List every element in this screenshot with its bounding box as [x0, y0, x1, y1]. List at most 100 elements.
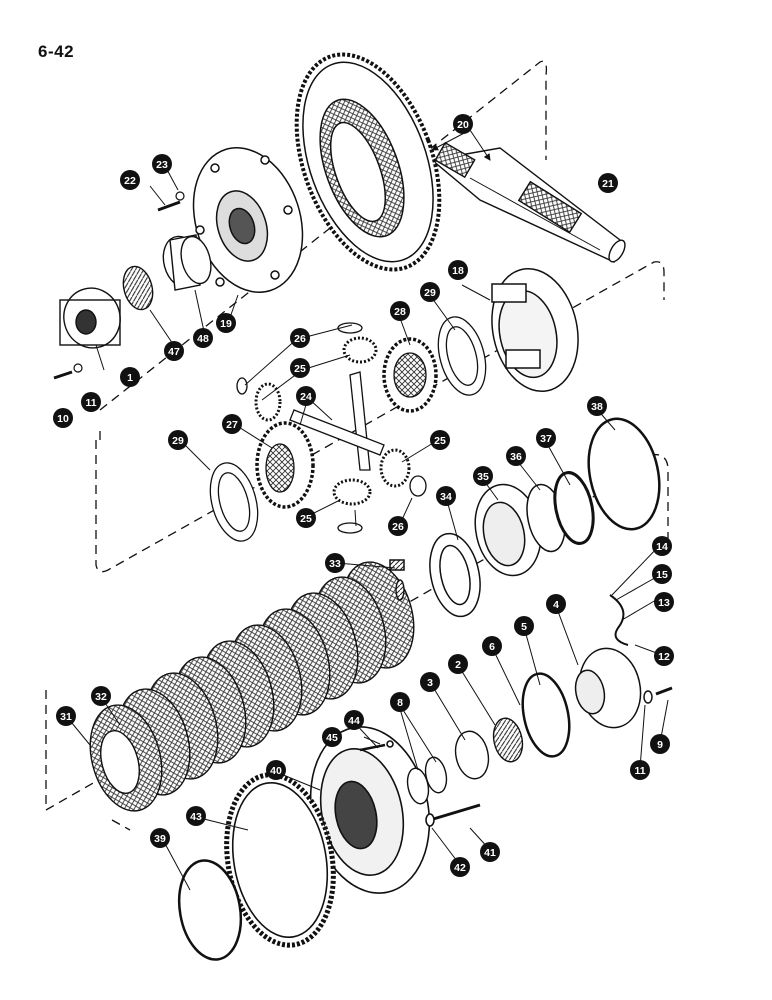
callout-35: 35 — [473, 466, 493, 486]
callout-44: 44 — [344, 710, 364, 730]
callouts: 20 21 23 22 18 29 28 1 47 48 19 10 11 26… — [53, 114, 674, 877]
svg-text:48: 48 — [197, 333, 209, 345]
callout-9: 9 — [650, 734, 670, 754]
svg-text:14: 14 — [656, 541, 668, 553]
svg-text:29: 29 — [172, 435, 184, 447]
callout-24: 24 — [296, 386, 316, 406]
callout-45: 45 — [322, 727, 342, 747]
svg-text:11: 11 — [85, 397, 96, 409]
boundary-upper — [99, 60, 548, 411]
callout-26-upper: 26 — [290, 328, 310, 348]
callout-31: 31 — [56, 706, 76, 726]
callout-36: 36 — [506, 446, 526, 466]
svg-text:5: 5 — [521, 621, 527, 633]
callout-19: 19 — [216, 313, 236, 333]
svg-text:12: 12 — [658, 651, 670, 663]
callout-25-lower: 25 — [296, 508, 316, 528]
callout-48: 48 — [193, 328, 213, 348]
svg-text:21: 21 — [602, 178, 614, 190]
svg-text:1: 1 — [127, 372, 133, 384]
svg-text:10: 10 — [57, 413, 69, 425]
callout-21: 21 — [598, 173, 618, 193]
callout-38: 38 — [587, 396, 607, 416]
callout-1: 1 — [120, 367, 140, 387]
svg-text:44: 44 — [348, 715, 360, 727]
callout-13: 13 — [654, 592, 674, 612]
callout-23: 23 — [152, 154, 172, 174]
callout-26-lower: 26 — [388, 516, 408, 536]
callout-28: 28 — [390, 301, 410, 321]
callout-34: 34 — [436, 486, 456, 506]
svg-text:9: 9 — [657, 739, 663, 751]
differential-case — [192, 147, 304, 293]
svg-text:13: 13 — [658, 597, 670, 609]
callout-42: 42 — [450, 857, 470, 877]
spider-gear-set — [209, 316, 487, 542]
callout-14: 14 — [652, 536, 672, 556]
callout-33: 33 — [325, 553, 345, 573]
svg-text:31: 31 — [60, 711, 72, 723]
callout-12: 12 — [654, 646, 674, 666]
callout-37: 37 — [536, 428, 556, 448]
svg-text:23: 23 — [156, 159, 168, 171]
svg-text:25: 25 — [294, 363, 306, 375]
callout-43: 43 — [186, 806, 206, 826]
svg-text:24: 24 — [300, 391, 312, 403]
svg-text:11: 11 — [634, 765, 645, 777]
svg-text:25: 25 — [434, 435, 446, 447]
svg-text:26: 26 — [392, 521, 404, 533]
callout-29-upper: 29 — [420, 282, 440, 302]
svg-text:28: 28 — [394, 306, 406, 318]
svg-text:6: 6 — [489, 641, 495, 653]
svg-text:29: 29 — [424, 287, 436, 299]
leader-lines — [66, 129, 669, 891]
pinion-shaft — [430, 141, 626, 263]
clutch-housing — [177, 726, 481, 961]
callout-40: 40 — [266, 760, 286, 780]
svg-text:45: 45 — [326, 732, 338, 744]
svg-text:35: 35 — [477, 471, 489, 483]
clutch-disc-pack — [89, 561, 415, 812]
page-number: 6-42 — [38, 42, 75, 61]
callout-41: 41 — [480, 842, 500, 862]
callout-10: 10 — [53, 408, 73, 428]
side-gear-housing — [491, 267, 579, 393]
svg-text:26: 26 — [294, 333, 306, 345]
svg-text:19: 19 — [220, 318, 232, 330]
svg-text:27: 27 — [226, 419, 238, 431]
svg-text:2: 2 — [455, 659, 461, 671]
callout-5: 5 — [514, 616, 534, 636]
svg-text:40: 40 — [270, 765, 282, 777]
svg-text:47: 47 — [168, 346, 180, 358]
svg-text:32: 32 — [95, 691, 107, 703]
svg-text:3: 3 — [427, 677, 433, 689]
svg-text:25: 25 — [300, 513, 312, 525]
bearing-pack — [406, 672, 571, 805]
callout-4: 4 — [546, 594, 566, 614]
callout-32: 32 — [91, 686, 111, 706]
boundary-clutch — [99, 430, 131, 831]
svg-text:34: 34 — [440, 491, 452, 503]
callout-11-lower: 11 — [630, 760, 650, 780]
svg-text:36: 36 — [510, 451, 522, 463]
svg-text:20: 20 — [457, 119, 469, 131]
callout-25-right: 25 — [430, 430, 450, 450]
svg-text:33: 33 — [329, 558, 341, 570]
callout-22: 22 — [120, 170, 140, 190]
callout-47: 47 — [164, 341, 184, 361]
svg-text:43: 43 — [190, 811, 202, 823]
svg-text:22: 22 — [124, 175, 136, 187]
svg-text:38: 38 — [591, 401, 603, 413]
callout-11-upper: 11 — [81, 392, 101, 412]
svg-text:8: 8 — [397, 697, 403, 709]
svg-text:15: 15 — [656, 569, 668, 581]
svg-text:42: 42 — [454, 862, 466, 874]
callout-3: 3 — [420, 672, 440, 692]
callout-6: 6 — [482, 636, 502, 656]
svg-text:39: 39 — [154, 833, 166, 845]
callout-25-upper: 25 — [290, 358, 310, 378]
svg-text:18: 18 — [452, 265, 464, 277]
svg-text:4: 4 — [553, 599, 559, 611]
